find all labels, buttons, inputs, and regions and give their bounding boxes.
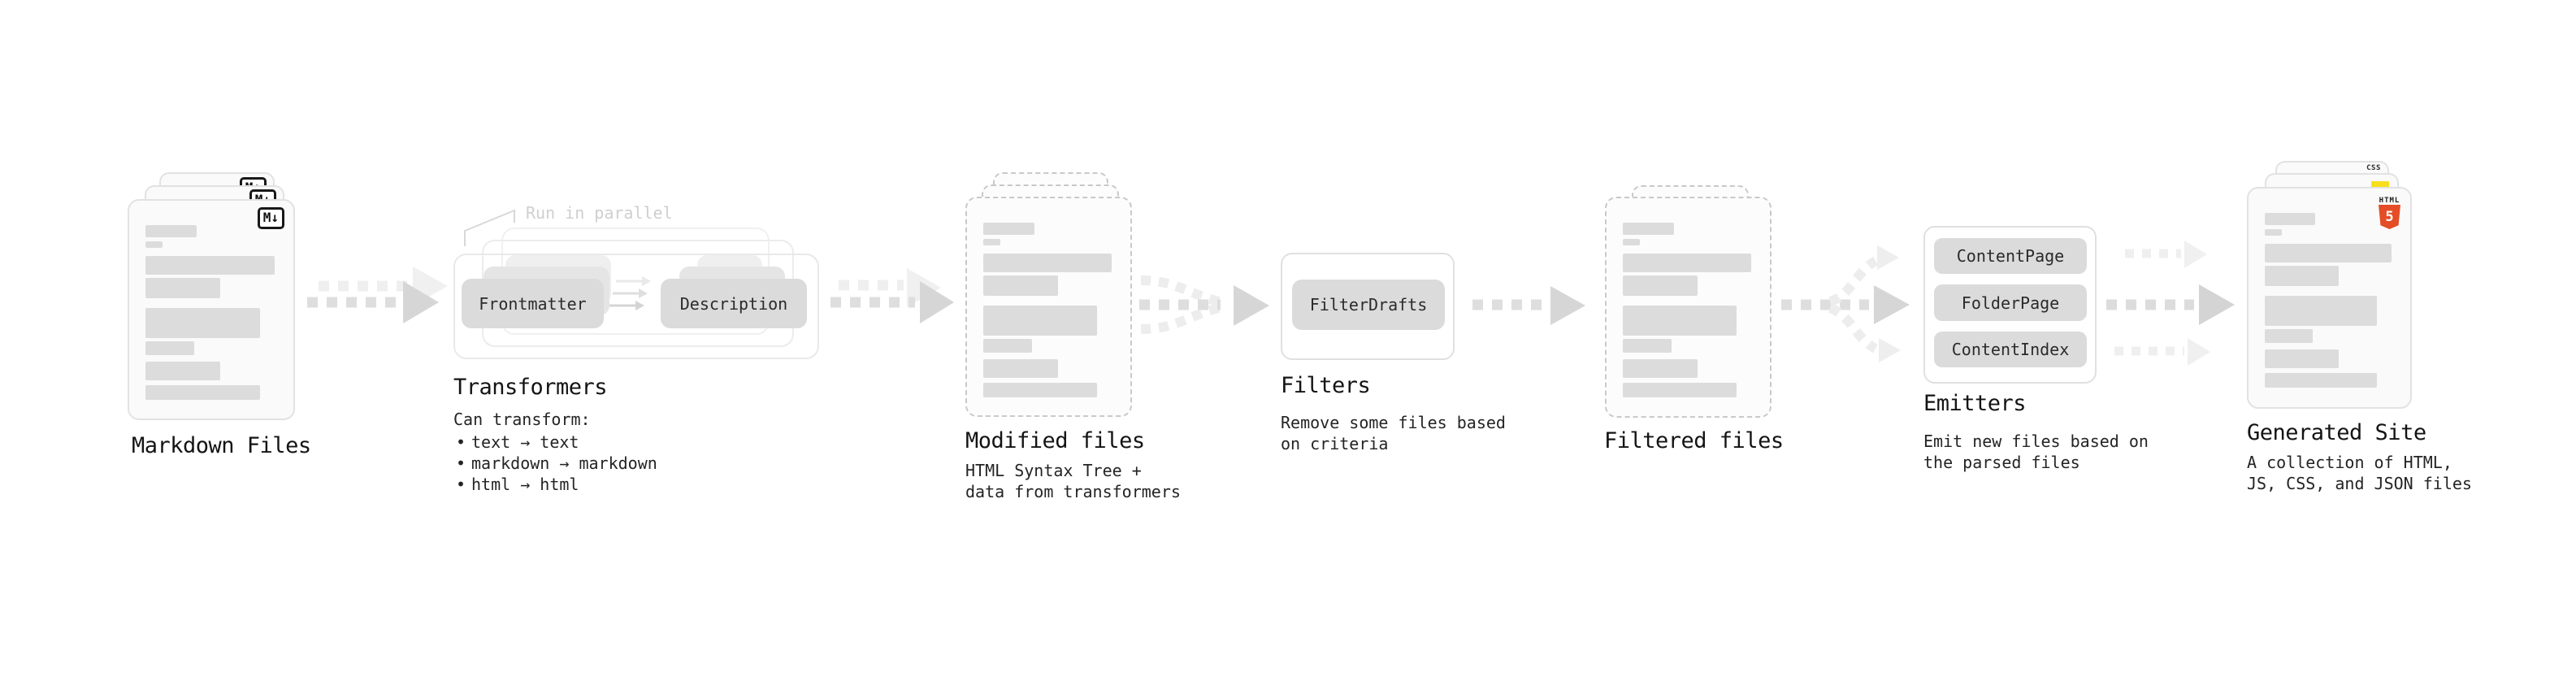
transformer-frame-front: [453, 254, 819, 359]
doc-content-bar: [2265, 296, 2378, 326]
doc-content-bar: [145, 385, 260, 400]
doc-content-bar: [145, 308, 260, 338]
generated-site-subtitle: A collection of HTML, JS, CSS, and JSON …: [2247, 453, 2472, 493]
doc-content-bar: [1623, 239, 1640, 245]
list-item: markdown → markdown: [453, 453, 657, 474]
doc-content-bar: [983, 275, 1058, 296]
modified-files-title: Modified files: [965, 428, 1145, 453]
doc-content-bar: [1623, 306, 1737, 336]
emitters-title: Emitters: [1923, 391, 2027, 416]
doc-content-bar: [2265, 266, 2339, 286]
markdown-files-title: Markdown Files: [132, 433, 311, 458]
run-in-parallel-annotation: Run in parallel: [526, 203, 673, 223]
doc-content-bar: [145, 341, 194, 355]
filterdrafts-box: FilterDrafts: [1292, 280, 1445, 330]
document-skeleton: [967, 198, 1130, 397]
arrow-emitters-to-generated: [2106, 241, 2235, 366]
doc-content-bar: [1623, 383, 1737, 397]
doc-content-bar: [145, 256, 275, 275]
markdown-icon: M↓: [257, 207, 284, 229]
arrow-markdown-to-transformers: [307, 267, 448, 323]
doc-content-bar: [1623, 223, 1674, 235]
markdown-file-front: M↓: [128, 199, 295, 420]
doc-content-bar: [145, 225, 197, 237]
doc-content-bar: [1623, 275, 1698, 296]
filters-title: Filters: [1281, 373, 1371, 398]
doc-content-bar: [983, 383, 1098, 397]
doc-content-bar: [983, 359, 1058, 378]
contentindex-box: ContentIndex: [1934, 332, 2087, 367]
transformers-capability-list: text → text markdown → markdown html → h…: [453, 432, 657, 495]
doc-content-bar: [1623, 339, 1672, 353]
list-item: text → text: [453, 432, 657, 453]
frontmatter-box: Frontmatter: [462, 279, 604, 328]
document-skeleton: [2249, 189, 2410, 388]
doc-content-bar: [983, 254, 1112, 272]
filters-subtitle: Remove some files based on criteria: [1281, 413, 1506, 453]
arrow-filtered-to-emitters: [1781, 245, 1910, 362]
arrow-modified-to-filters: [1139, 275, 1269, 334]
generated-file-html: HTML 5: [2247, 187, 2412, 409]
modified-files-subtitle: HTML Syntax Tree + data from transformer…: [965, 461, 1181, 501]
doc-content-bar: [2265, 229, 2282, 236]
modified-file-front: [965, 197, 1132, 417]
arrow-transformers-to-modified: [830, 268, 954, 323]
list-item: html → html: [453, 474, 657, 495]
contentpage-box: ContentPage: [1934, 238, 2087, 274]
doc-content-bar: [1623, 359, 1698, 378]
doc-content-bar: [983, 223, 1034, 235]
generated-site-title: Generated Site: [2247, 420, 2426, 445]
doc-content-bar: [145, 362, 221, 380]
doc-content-bar: [983, 339, 1032, 353]
doc-content-bar: [2265, 329, 2313, 343]
doc-content-bar: [1623, 254, 1751, 272]
transformers-title: Transformers: [453, 375, 608, 400]
document-skeleton: [129, 201, 293, 400]
filtered-file-front: [1605, 197, 1772, 418]
doc-content-bar: [983, 306, 1098, 336]
arrow-filters-to-filtered: [1472, 286, 1585, 325]
doc-content-bar: [2265, 244, 2392, 262]
doc-content-bar: [2265, 373, 2378, 388]
doc-content-bar: [2265, 349, 2339, 368]
document-skeleton: [1607, 198, 1770, 397]
folderpage-box: FolderPage: [1934, 284, 2087, 321]
html5-icon: HTML 5: [2379, 197, 2400, 229]
doc-content-bar: [983, 239, 1000, 245]
doc-content-bar: [2265, 213, 2315, 225]
doc-content-bar: [145, 278, 221, 298]
emitters-subtitle: Emit new files based on the parsed files: [1923, 432, 2149, 472]
doc-content-bar: [145, 241, 163, 248]
filtered-files-title: Filtered files: [1604, 428, 1784, 453]
transformers-intro: Can transform:: [453, 410, 591, 429]
js-icon: [2371, 181, 2389, 189]
description-box: Description: [661, 279, 807, 328]
